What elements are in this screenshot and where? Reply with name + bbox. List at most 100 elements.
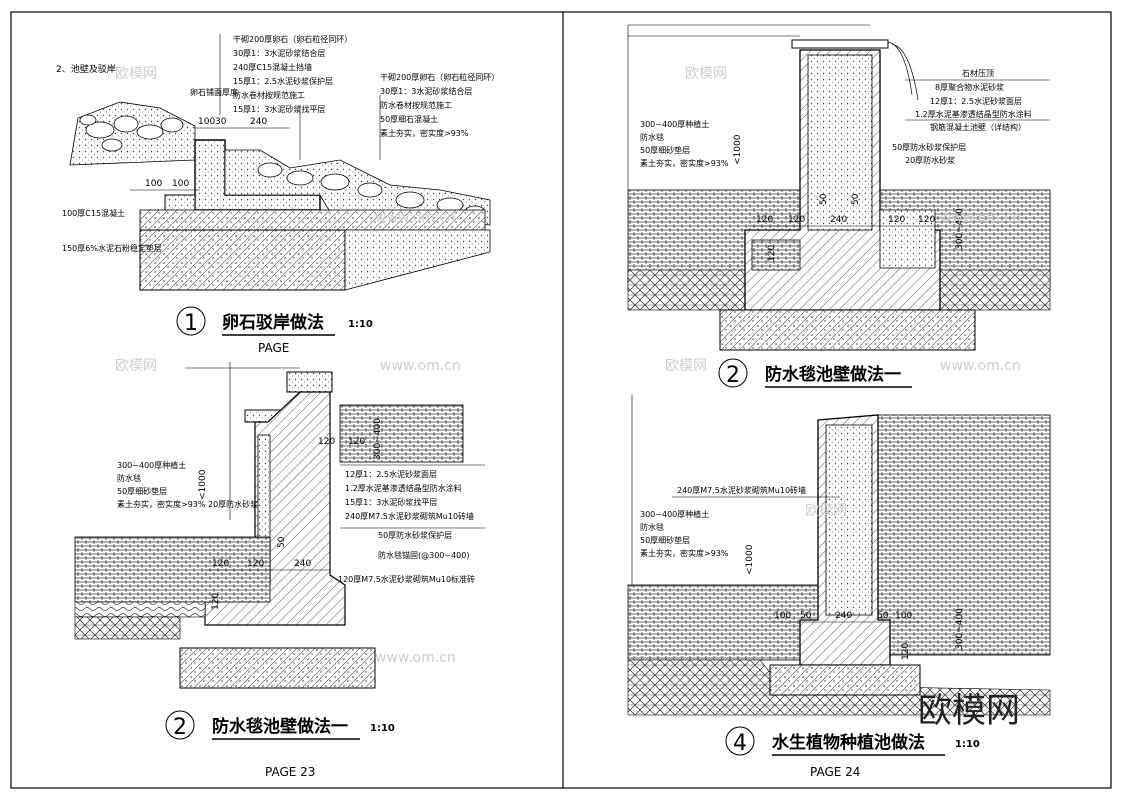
svg-text:干砌200厚卵石（卵石粒径同环）: 干砌200厚卵石（卵石粒径同环）	[233, 34, 352, 44]
svg-text:120: 120	[767, 245, 777, 262]
svg-text:120: 120	[888, 215, 905, 225]
watermark-brand: 欧模网	[115, 66, 157, 82]
svg-text:240: 240	[250, 117, 267, 127]
svg-text:240: 240	[835, 611, 852, 621]
svg-text:30厚1：3水泥砂浆结合层: 30厚1：3水泥砂浆结合层	[233, 48, 325, 58]
watermark-corner: 欧模网	[918, 691, 1020, 731]
svg-text:15厚1：3水泥砂浆找平层: 15厚1：3水泥砂浆找平层	[233, 104, 325, 114]
coping-edge	[791, 39, 889, 49]
svg-text:防水毯: 防水毯	[640, 132, 664, 142]
svg-text:50厚细砂垫层: 50厚细砂垫层	[640, 535, 690, 545]
svg-text:<1000: <1000	[198, 469, 208, 500]
detail-2-left-number-circle	[165, 710, 195, 740]
svg-text:素土夯实，密实度>93%: 素土夯实，密实度>93%	[640, 158, 729, 168]
detail-4-labels: 300~400厚种植土 防水毯 50厚细砂垫层 素土夯实，密实度>93%	[640, 509, 729, 558]
detail-2-right-title: 防水毯池壁做法一	[765, 364, 901, 385]
svg-text:120: 120	[348, 437, 365, 447]
detail-4-scale: 1:10	[955, 739, 980, 750]
watermark-brand: 欧模网	[665, 358, 707, 374]
soil-left	[74, 536, 271, 603]
detail-2-right-number-circle	[718, 358, 748, 388]
svg-text:300~400厚种植土: 300~400厚种植土	[117, 460, 186, 470]
svg-text:防水卷材按规范施工: 防水卷材按规范施工	[380, 100, 452, 110]
svg-text:100: 100	[774, 611, 791, 621]
wall-footing-left	[751, 239, 801, 271]
watermarks: 欧模网 www.om.cn 欧模网 www.om.cn 欧模网 www.om.c…	[115, 66, 1021, 731]
svg-text:240厚M7.5水泥砂浆砌筑Mu10砖墙: 240厚M7.5水泥砂浆砌筑Mu10砖墙	[345, 511, 474, 521]
svg-text:<1000: <1000	[745, 544, 755, 575]
soil-right	[339, 404, 464, 463]
sand-left	[74, 601, 206, 618]
watermark-site: www.om.cn	[375, 650, 456, 666]
detail-4-title: 水生植物种植池做法	[772, 732, 925, 753]
svg-text:50: 50	[819, 193, 829, 205]
detail-2-left: 300~400厚种植土 防水毯 50厚细砂垫层 素土夯实，密实度>93% 20厚…	[74, 362, 485, 779]
page-23: PAGE 23	[265, 765, 315, 779]
svg-text:300~400: 300~400	[373, 418, 383, 460]
detail-2-left-scale: 1:10	[370, 723, 395, 734]
watermark-brand: 欧模网	[115, 358, 157, 374]
watermark-site: www.om.cn	[940, 210, 1021, 226]
svg-text:15厚1：3水泥砂浆找平层: 15厚1：3水泥砂浆找平层	[345, 497, 437, 507]
svg-text:素土夯实，密实度>93%: 素土夯实，密实度>93%	[380, 128, 469, 138]
detail-1-heading: 2、池壁及驳岸	[56, 63, 116, 75]
svg-text:素土夯实，密实度>93%: 素土夯实，密实度>93%	[117, 499, 206, 509]
svg-text:100: 100	[145, 179, 162, 189]
svg-text:15厚1：2.5水泥砂浆保护层: 15厚1：2.5水泥砂浆保护层	[233, 76, 333, 86]
svg-text:1.2厚水泥基渗透结晶型防水涂料: 1.2厚水泥基渗透结晶型防水涂料	[345, 483, 462, 493]
pebble-label: 卵石铺面厚度	[190, 87, 238, 97]
pebble-stones-left	[79, 114, 184, 152]
svg-text:50: 50	[800, 611, 812, 621]
svg-text:100: 100	[172, 179, 189, 189]
water-spill	[887, 41, 919, 101]
svg-text:50: 50	[877, 611, 889, 621]
svg-text:石材压顶: 石材压顶	[962, 68, 994, 78]
svg-text:240: 240	[830, 215, 847, 225]
watermark-site: www.om.cn	[380, 358, 461, 374]
pebble-slope-right	[224, 149, 491, 226]
detail-2-right-dims: <1000 50 50 120 120 240 120 120 300~400 …	[733, 134, 965, 262]
svg-text:50: 50	[851, 193, 861, 205]
detail-4: 240厚M7.5水泥砂浆砌筑Mu10砖墙 300~400厚种植土 防水毯 50厚…	[627, 395, 1051, 779]
soil-left-bottom	[627, 584, 819, 661]
detail-2-left-title: 防水毯池壁做法一	[212, 716, 348, 737]
detail-1-labels-right: 干砌200厚卵石（卵石粒径同环） 30厚1：3水泥砂浆结合层 防水卷材按规范施工…	[380, 72, 499, 138]
detail-4-dims: <1000 100 50 240 50 100 300~400 120	[745, 544, 965, 660]
detail-1-page: PAGE	[258, 341, 289, 355]
svg-text:12厚1：2.5水泥砂浆面层: 12厚1：2.5水泥砂浆面层	[930, 96, 1022, 106]
page-24: PAGE 24	[810, 765, 860, 779]
detail-2-left-labels: 300~400厚种植土 防水毯 50厚细砂垫层 素土夯实，密实度>93% 20厚…	[117, 460, 485, 584]
sheet-frame	[10, 11, 1112, 789]
watermark-brand: 欧模网	[805, 503, 847, 519]
watermark-site: www.om.cn	[940, 358, 1021, 374]
svg-text:50厚细砂垫层: 50厚细砂垫层	[117, 486, 167, 496]
svg-text:防水卷材按规范施工: 防水卷材按规范施工	[233, 90, 305, 100]
sub-base	[139, 229, 346, 291]
svg-text:300~400: 300~400	[955, 608, 965, 650]
svg-text:钢筋混凝土池壁（详结构）: 钢筋混凝土池壁（详结构）	[930, 122, 1026, 132]
detail-1-labels-top: 干砌200厚卵石（卵石粒径同环） 30厚1：3水泥砂浆结合层 240厚C15混凝…	[233, 34, 352, 114]
svg-text:20厚防水砂浆: 20厚防水砂浆	[905, 155, 955, 165]
detail-1-number-circle	[176, 306, 206, 336]
svg-text:12厚1：2.5水泥砂浆面层: 12厚1：2.5水泥砂浆面层	[345, 469, 437, 479]
detail-1: 2、池壁及驳岸 干砌200厚卵石（卵石粒径同环） 30厚1：3水泥砂浆结合层	[56, 34, 499, 355]
detail-2-right-labels: 300~400厚种植土 防水毯 50厚细砂垫层 素土夯实，密实度>93% 石材压…	[640, 68, 1050, 168]
base-label-1: 100厚C15混凝土	[62, 208, 125, 218]
svg-text:120: 120	[901, 643, 911, 660]
svg-text:防水毯: 防水毯	[117, 473, 141, 483]
svg-text:素土夯实，密实度>93%: 素土夯实，密实度>93%	[640, 548, 729, 558]
detail-1-scale: 1:10	[348, 319, 373, 330]
watermark-site: www.om.cn	[375, 210, 456, 226]
svg-text:120: 120	[247, 559, 264, 569]
svg-text:<1000: <1000	[733, 134, 743, 165]
gravel-footing-4	[769, 664, 921, 696]
sub-base-slope	[344, 229, 491, 291]
gravel-bottom-right	[719, 309, 976, 351]
svg-text:50厚防水砂浆保护层: 50厚防水砂浆保护层	[378, 530, 452, 540]
gravel-bottom	[179, 647, 376, 689]
svg-text:120: 120	[788, 215, 805, 225]
svg-text:100: 100	[895, 611, 912, 621]
base-label-2: 150厚6%水泥石粉稳定垫层	[62, 243, 162, 253]
detail-1-title: 卵石驳岸做法	[222, 312, 324, 333]
svg-text:1.2厚水泥基渗透结晶型防水涂料: 1.2厚水泥基渗透结晶型防水涂料	[915, 109, 1032, 119]
